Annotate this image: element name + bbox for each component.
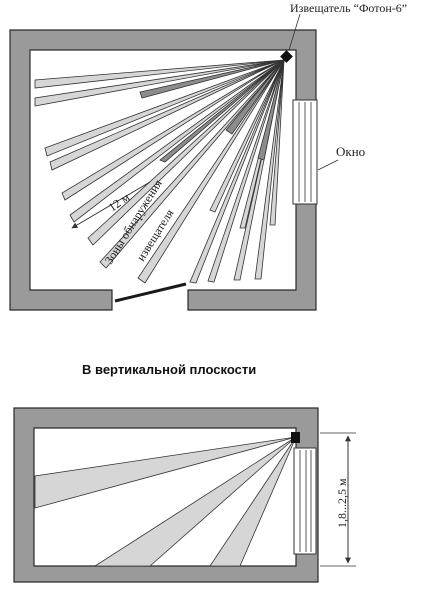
plan-zone-beam [257,59,285,161]
vertical-detection-zones [34,436,297,567]
plan-zone-beam [44,59,285,157]
plan-zone-beam [34,59,285,107]
section-walls [13,407,319,583]
plan-zone-beam [189,59,285,284]
plan-zone-beam [139,59,285,99]
window [292,99,318,205]
door-leaf [114,282,187,303]
plan-zone-beam [269,59,285,226]
vertical-view-heading: В вертикальной плоскости [82,362,256,377]
range-arrow [71,181,151,229]
plan-zone-beam [254,59,285,280]
plan-zone-beam [49,59,285,171]
plan-zone-beam [99,59,285,269]
window-leader-line [317,159,339,171]
plan-zone-beam [87,59,285,246]
detector-leader-line [288,13,301,51]
vertical-view: 1,8...2,5 м [13,407,356,583]
plan-zone-beam [207,59,285,283]
height-label: 1,8...2,5 м [335,478,349,528]
plan-zone-beam [69,59,285,223]
vertical-zone-beam [34,436,297,509]
plan-detection-zones [34,59,285,284]
room-walls [9,29,317,311]
plan-zone-beam [225,59,285,135]
plan-zone-beam [61,59,285,201]
plan-zone-beam [137,59,285,284]
window-label: Окно [336,144,365,159]
detector-icon [280,50,293,63]
vertical-zone-beam [93,436,297,567]
room-wall-left-top-right [9,29,317,311]
plan-zone-beam [209,59,285,213]
plan-zone-beam [159,59,285,163]
plan-zone-beam [34,59,285,89]
section-window [293,447,317,555]
plan-view: Извещатель “Фотон-6” Окно 12 м Зоны обна… [9,1,407,311]
detector-label: Извещатель “Фотон-6” [290,1,407,15]
section-detector-icon [291,432,300,443]
vertical-zone-beam [209,436,297,567]
height-dimension [320,432,356,567]
